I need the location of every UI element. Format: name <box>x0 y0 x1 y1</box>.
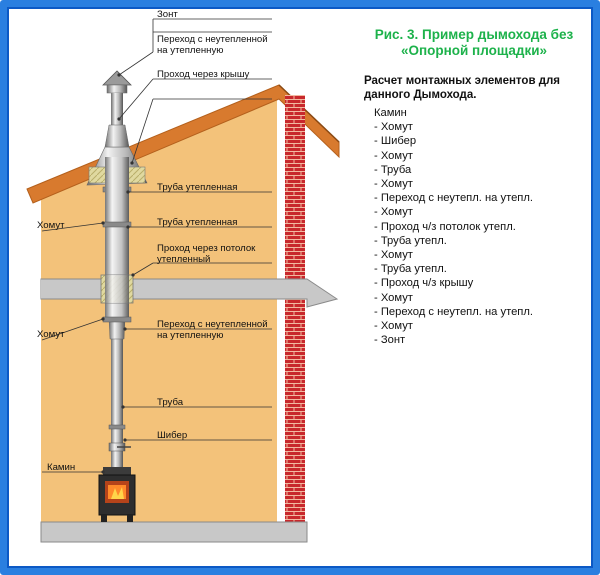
list-item: - Шибер <box>374 135 417 148</box>
list-item: - Проход ч/з крышу <box>374 277 474 290</box>
list-item: - Хомут <box>374 149 413 162</box>
list-item: - Хомут <box>374 320 413 333</box>
list-item: - Хомут <box>374 291 413 304</box>
list-item: - Зонт <box>374 334 406 347</box>
label-transition-low-line2: на утепленную <box>157 330 224 341</box>
pipe-lower <box>111 337 123 467</box>
label-ceiling-pass-line1: Проход через потолок <box>157 243 256 254</box>
components-list: Камин - Хомут - Шибер - Хомут - Труба - … <box>374 106 533 347</box>
label-clamp-1: Хомут <box>37 220 65 231</box>
stove <box>98 467 136 522</box>
calc-heading: Расчет монтажных элементов для данного Д… <box>364 74 593 102</box>
floor-slab <box>40 521 308 543</box>
label-pipe-insulated-2: Труба утепленная <box>157 217 238 228</box>
label-damper: Шибер <box>157 430 188 441</box>
pipe-top <box>111 97 123 127</box>
list-item: - Труба утепл. <box>374 234 447 247</box>
calc-heading-line1: Расчет монтажных элементов для <box>364 75 561 87</box>
figure-title-line1: Рис. 3. Пример дымохода без <box>374 27 574 42</box>
list-item: - Переход с неутепл. на утепл. <box>374 305 533 318</box>
list-item: Камин <box>374 107 407 119</box>
label-transition-top: Переход с неутепленной на утепленную <box>157 34 268 56</box>
label-zont: Зонт <box>157 9 178 20</box>
label-ceiling-pass: Проход через потолок утепленный <box>157 243 255 265</box>
figure-title: Рис. 3. Пример дымохода без «Опорной пло… <box>374 27 574 59</box>
list-item: - Хомут <box>374 121 413 134</box>
label-ceiling-pass-line2: утепленный <box>157 254 211 265</box>
label-clamp-2: Хомут <box>37 329 65 340</box>
label-pipe-insulated-1: Труба утепленная <box>157 182 238 193</box>
figure-title-line2: «Опорной площадки» <box>400 43 548 58</box>
list-item: - Труба утепл. <box>374 263 447 276</box>
label-transition-low-line1: Переход с неутепленной <box>157 319 268 330</box>
list-item: - Хомут <box>374 206 413 219</box>
list-item: - Хомут <box>374 249 413 262</box>
list-item: - Труба <box>374 163 412 176</box>
chimney-diagram <box>26 18 340 543</box>
label-roof-pass: Проход через крышу <box>157 69 250 80</box>
list-item: - Переход с неутепл. на утепл. <box>374 192 533 205</box>
brick-wall <box>285 95 305 523</box>
label-transition-top-line1: Переход с неутепленной <box>157 34 268 45</box>
cap <box>102 70 132 86</box>
clamp <box>102 316 132 323</box>
label-transition-top-line2: на утепленную <box>157 45 224 56</box>
calc-heading-line2: данного Дымохода. <box>364 89 477 101</box>
clamp <box>108 424 126 430</box>
label-stove: Камин <box>47 462 76 473</box>
label-transition-low: Переход с неутепленной на утепленную <box>157 319 268 341</box>
list-item: - Хомут <box>374 178 413 191</box>
list-item: - Проход ч/з потолок утепл. <box>374 220 516 233</box>
transition-top <box>104 124 130 148</box>
label-pipe: Труба <box>157 397 184 408</box>
house-wall <box>41 100 277 522</box>
